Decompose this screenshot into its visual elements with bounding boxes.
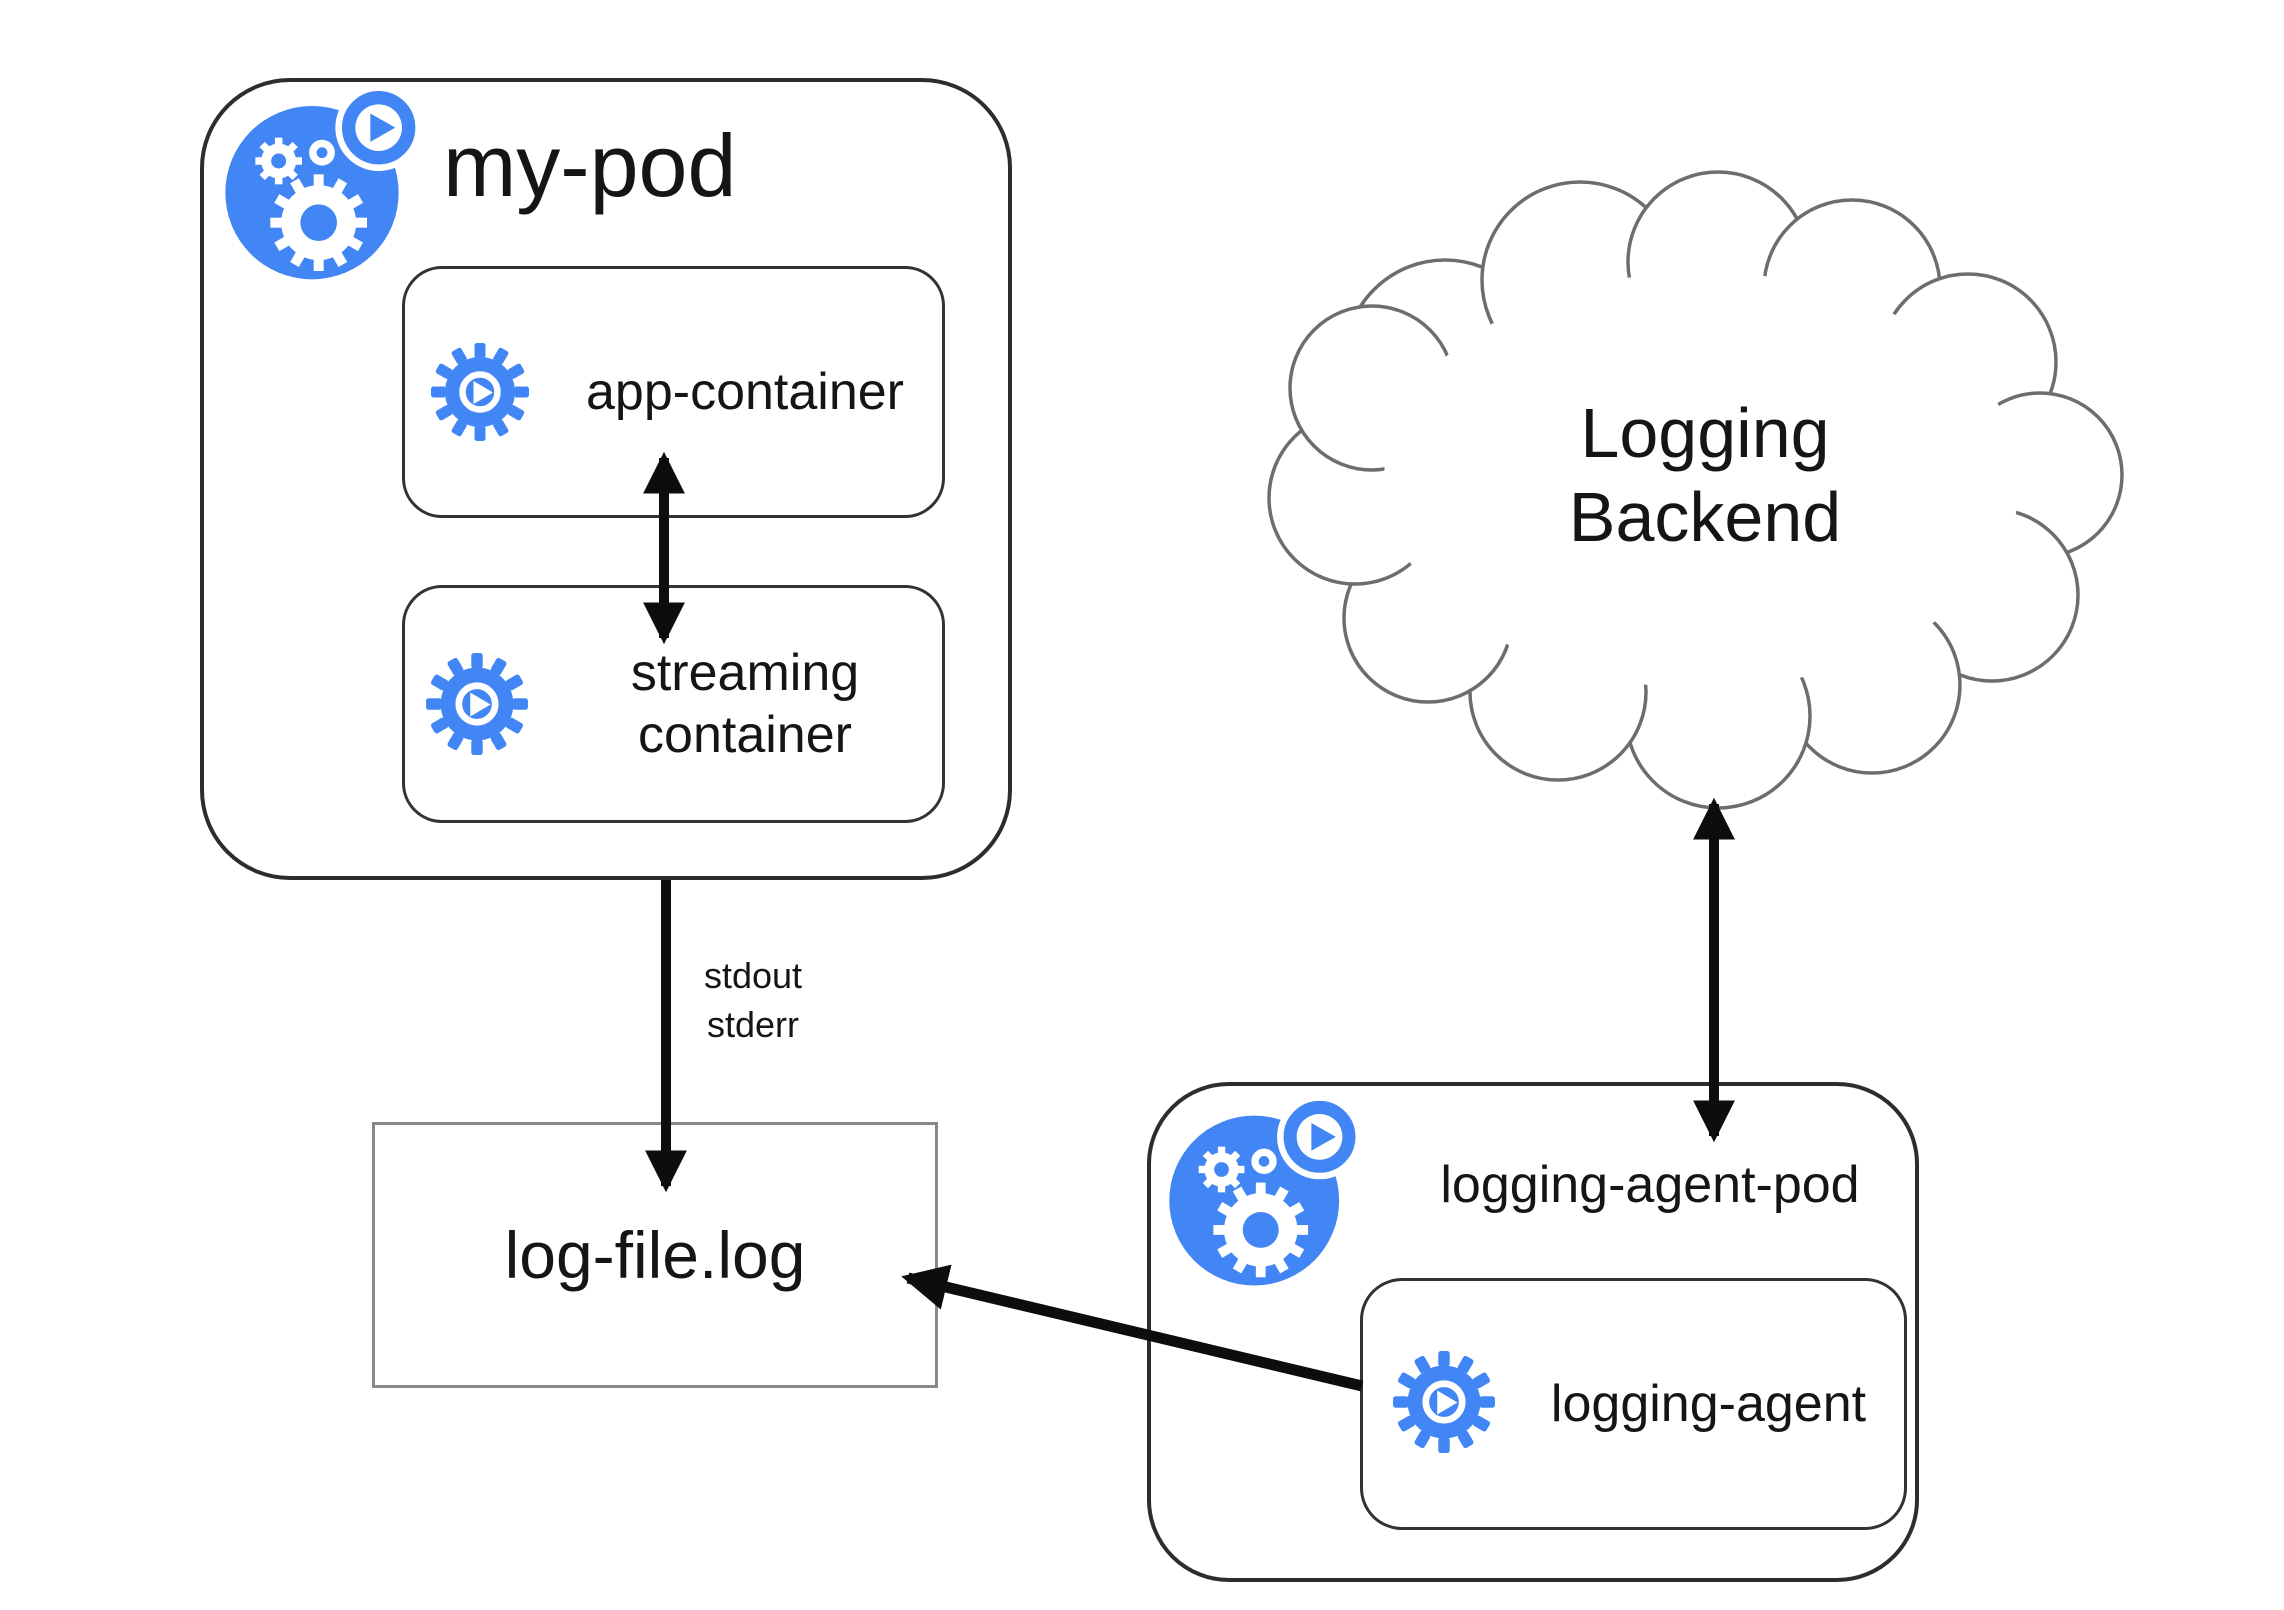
my-pod-label: my-pod [443,116,737,215]
logging-backend-label-line2: Backend [1568,478,1842,556]
stdout-stderr-edge-label: stdout stderr [683,952,823,1049]
stderr-label: stderr [706,1003,800,1045]
container-gear-play-icon [1392,1350,1496,1454]
log-file-box: log-file.log [372,1122,938,1388]
logging-agent-pod-label: logging-agent-pod [1440,1155,1860,1214]
streaming-container-label-line2: container [638,706,852,764]
container-gear-play-icon [430,342,530,442]
log-file-label: log-file.log [504,1218,806,1292]
stdout-label: stdout [703,955,803,996]
kubernetes-pod-icon [222,86,422,286]
logging-agent-label: logging-agent [1550,1374,1867,1433]
kubernetes-pod-icon [1166,1096,1362,1292]
logging-backend-label: Logging Backend [1400,350,2010,600]
streaming-container-label-line1: streaming [630,643,860,702]
logging-backend-label-line1: Logging [1580,394,1830,472]
app-container-label: app-container [586,362,904,421]
container-gear-play-icon [425,652,529,756]
streaming-container-label: streaming container [545,585,945,823]
